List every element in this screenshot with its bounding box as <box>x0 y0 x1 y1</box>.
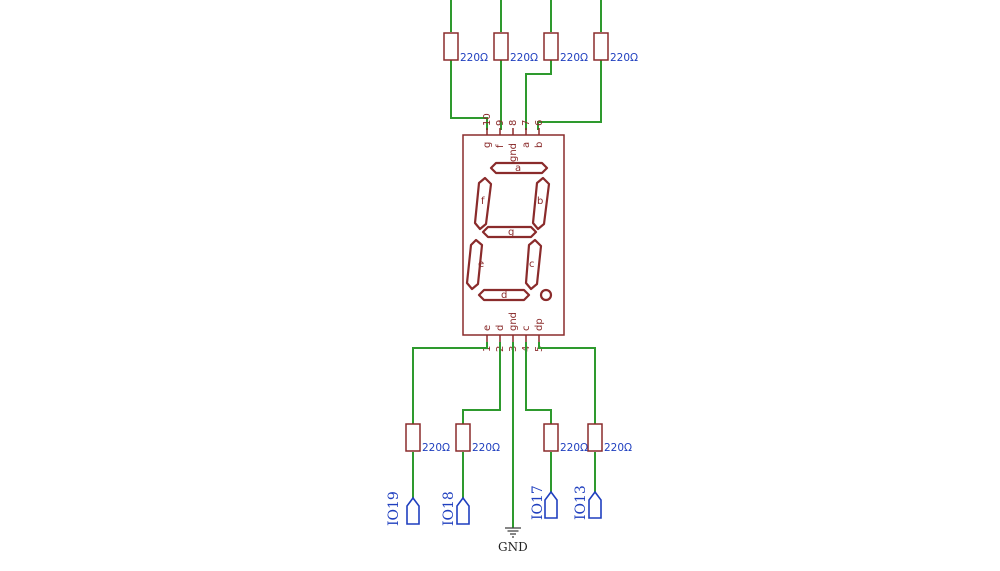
port-io17-label: IO17 <box>530 485 546 520</box>
segment-label-b: b <box>537 196 543 207</box>
segment-label-d: d <box>501 290 507 301</box>
pin-name-g: g <box>482 142 493 148</box>
bottom-wires <box>412 342 596 528</box>
port-io19-label: IO19 <box>386 491 402 526</box>
resistor-bottom-1-label: 220Ω <box>422 442 450 454</box>
pin-num-9: 9 <box>495 120 506 126</box>
segment-label-c: c <box>529 259 535 270</box>
net-ports: IO19 IO18 IO17 IO13 <box>386 485 602 526</box>
resistor-top-4 <box>593 32 609 61</box>
segment-f <box>473 176 493 231</box>
top-wires <box>450 0 602 130</box>
wire-a <box>525 0 552 130</box>
resistor-top-3 <box>543 32 559 61</box>
display-segments: a b c d e f g <box>465 161 553 302</box>
segment-c <box>524 238 543 291</box>
pin-num-8: 8 <box>508 120 519 126</box>
resistor-bottom-2-label: 220Ω <box>472 442 500 454</box>
top-resistors: 220Ω 220Ω 220Ω 220Ω <box>443 32 638 64</box>
wire-b <box>537 0 602 130</box>
resistor-top-2-label: 220Ω <box>510 52 538 64</box>
resistor-top-4-label: 220Ω <box>610 52 638 64</box>
segment-a <box>489 161 549 175</box>
segment-b <box>531 176 551 231</box>
pin-name-e: e <box>482 325 493 331</box>
resistor-bottom-4 <box>587 423 603 452</box>
pin-name-gnd-bottom: gnd <box>508 312 519 331</box>
wire-dp <box>538 342 596 492</box>
wire-g <box>450 0 488 130</box>
seven-segment-display: 10 9 8 7 6 g f gnd a b a b c d e f <box>462 113 565 352</box>
segment-dp <box>539 288 553 302</box>
port-io18-label: IO18 <box>441 491 457 526</box>
port-io19-flag <box>406 496 420 525</box>
segment-label-a: a <box>515 163 521 174</box>
pin-num-7: 7 <box>521 120 532 126</box>
ground-symbol: GND <box>498 527 528 554</box>
pin-name-b: b <box>534 142 545 148</box>
segment-g <box>481 225 538 239</box>
segment-d <box>477 288 531 302</box>
wire-d <box>462 342 501 498</box>
port-io18-flag <box>456 496 470 525</box>
display-top-pins: 10 9 8 7 6 g f gnd a b <box>482 113 545 162</box>
wire-e <box>412 342 488 498</box>
resistor-top-2 <box>493 32 509 61</box>
port-io17-flag <box>544 490 558 519</box>
pin-name-a: a <box>521 142 532 148</box>
wire-c <box>525 342 552 492</box>
pin-name-c: c <box>521 326 532 332</box>
resistor-top-3-label: 220Ω <box>560 52 588 64</box>
pin-name-gnd-top: gnd <box>508 143 519 162</box>
resistor-bottom-3 <box>543 423 559 452</box>
segment-label-e: e <box>478 259 484 270</box>
pin-name-f: f <box>495 144 506 148</box>
segment-e <box>465 238 484 291</box>
bottom-resistors: 220Ω 220Ω 220Ω 220Ω <box>405 423 632 454</box>
resistor-bottom-2 <box>455 423 471 452</box>
resistor-bottom-4-label: 220Ω <box>604 442 632 454</box>
pin-name-dp: dp <box>534 318 545 331</box>
port-io13-flag <box>588 490 602 519</box>
pin-name-d: d <box>495 325 506 331</box>
resistor-bottom-3-label: 220Ω <box>560 442 588 454</box>
segment-label-f: f <box>481 196 485 207</box>
pin-num-10: 10 <box>482 113 493 126</box>
pin-num-6: 6 <box>534 120 545 126</box>
resistor-top-1 <box>443 32 459 61</box>
ground-label: GND <box>498 540 528 554</box>
segment-label-g: g <box>508 227 514 238</box>
resistor-bottom-1 <box>405 423 421 452</box>
resistor-top-1-label: 220Ω <box>460 52 488 64</box>
port-io13-label: IO13 <box>573 485 589 520</box>
